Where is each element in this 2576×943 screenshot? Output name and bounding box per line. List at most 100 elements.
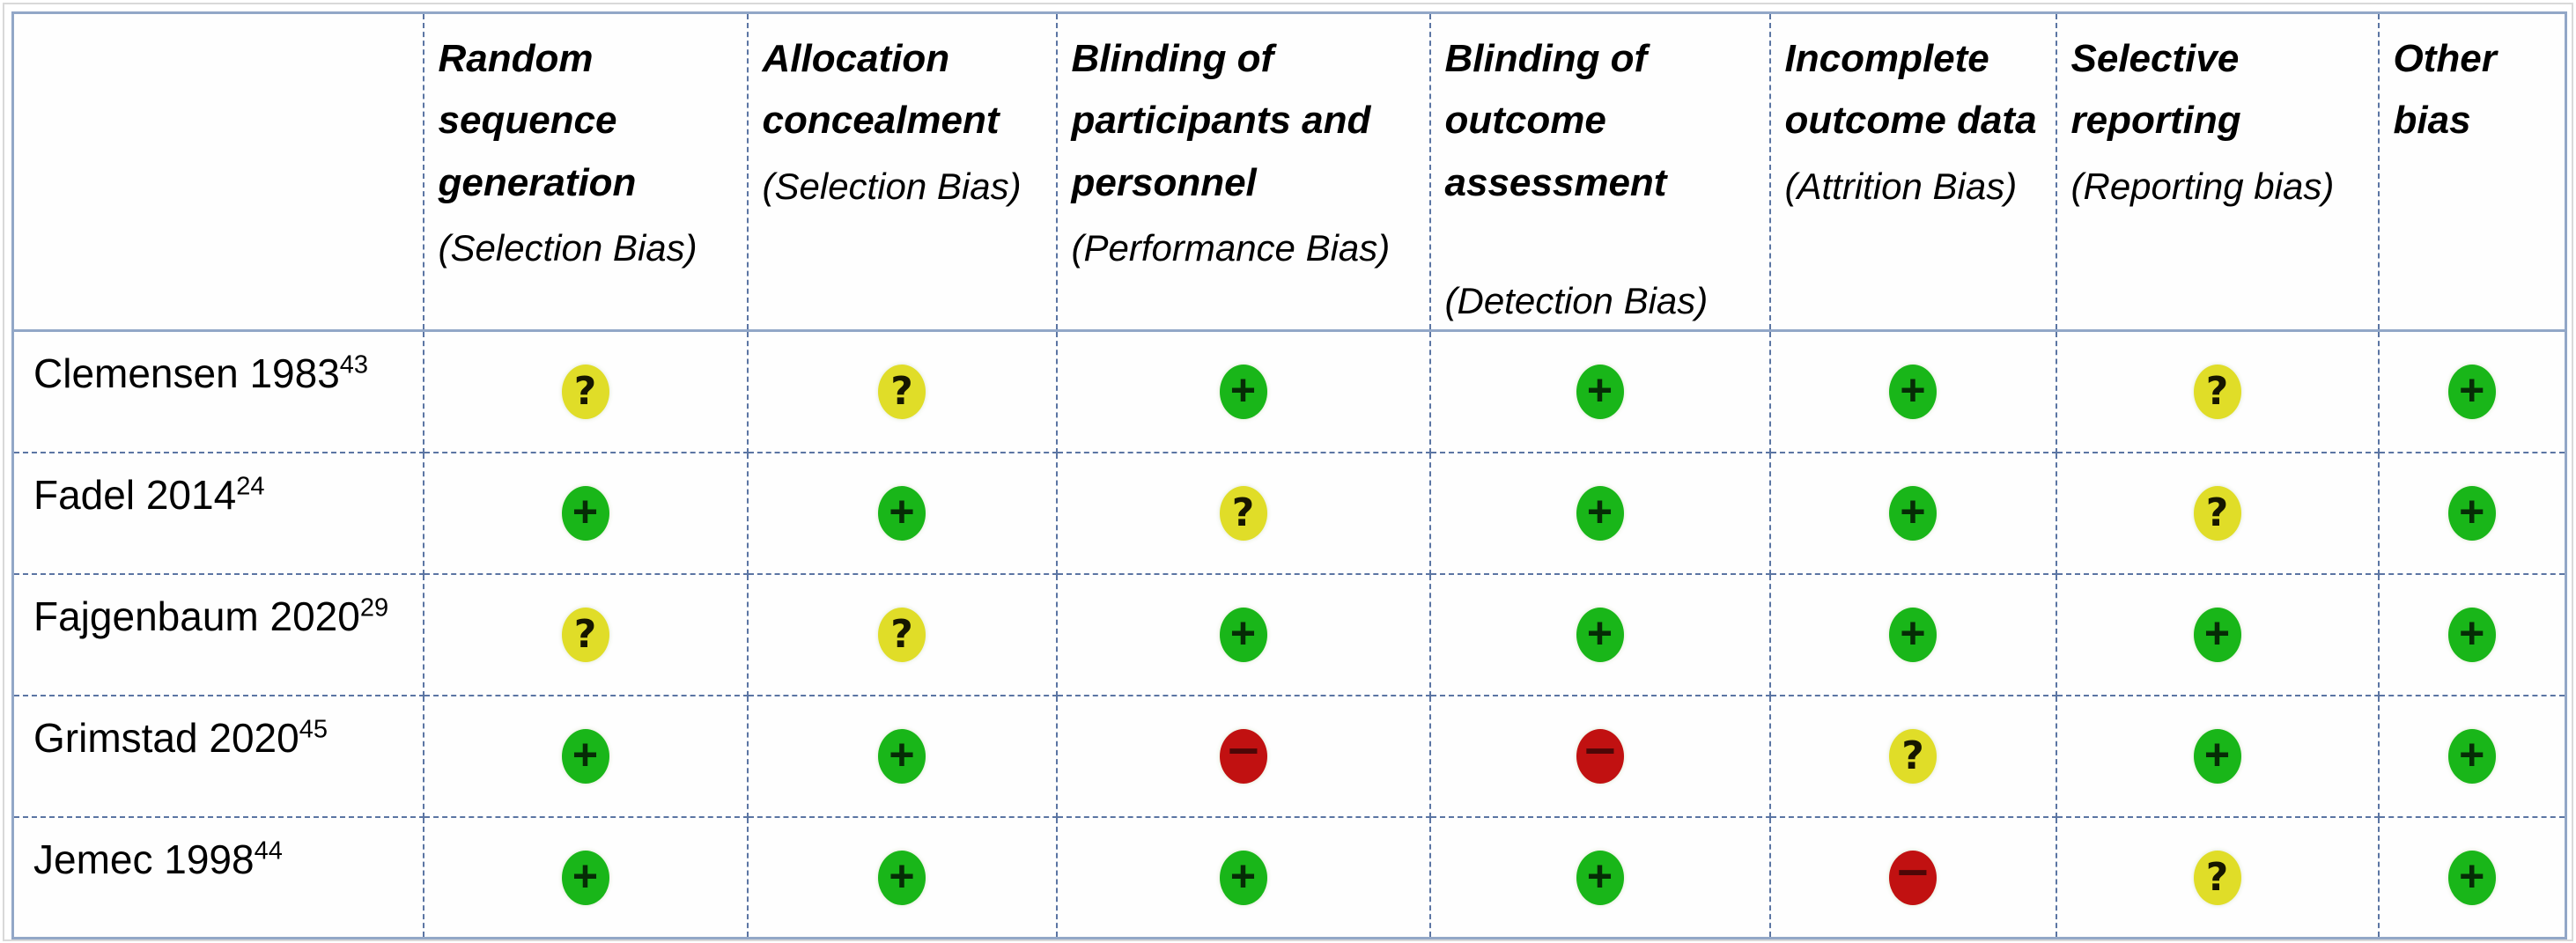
unclear-risk-icon: ? <box>878 365 926 420</box>
judgment-symbol: ? <box>573 369 597 415</box>
study-label-cell: Grimstad 202045 <box>11 694 424 818</box>
low-risk-icon: + <box>2447 485 2496 541</box>
column-header-selective-reporting: Selective reporting (Reporting bias) <box>2055 11 2380 333</box>
judgment-cell: + <box>1428 451 1771 575</box>
judgment-symbol: − <box>1227 724 1259 777</box>
study-name: Fajgenbaum 2020 <box>33 593 360 639</box>
judgment-symbol: + <box>1586 365 1613 416</box>
column-title: Incomplete outcome data <box>1784 37 2037 143</box>
judgment-symbol: + <box>2203 729 2231 779</box>
judgment-symbol: + <box>1586 851 1613 901</box>
column-header-allocation-concealment: Allocation concealment (Selection Bias) <box>746 11 1058 333</box>
column-subtitle: (Selection Bias) <box>438 227 698 269</box>
column-subtitle: (Selection Bias) <box>762 165 1022 207</box>
judgment-symbol: − <box>1896 845 1930 899</box>
low-risk-icon: + <box>2447 365 2496 420</box>
judgment-symbol: + <box>572 729 599 779</box>
judgment-cell: + <box>746 451 1058 575</box>
judgment-symbol: + <box>572 486 599 536</box>
column-header-other-bias: Other bias <box>2377 11 2567 333</box>
low-risk-icon: + <box>561 728 609 784</box>
column-title: Allocation concealment <box>762 37 1000 143</box>
low-risk-icon: + <box>878 485 926 541</box>
judgment-symbol: ? <box>2205 369 2229 415</box>
judgment-symbol: + <box>889 729 915 779</box>
judgment-cell: + <box>2377 572 2567 696</box>
judgment-symbol: + <box>1229 608 1257 658</box>
column-header-blinding-outcome-assessment: Blinding of outcome assessment (Detectio… <box>1428 11 1771 333</box>
judgment-symbol: ? <box>1901 733 1924 778</box>
high-risk-icon: − <box>1219 724 1267 784</box>
study-label-cell: Jemec 199844 <box>11 815 424 940</box>
unclear-risk-icon: ? <box>1219 485 1267 541</box>
judgment-symbol: + <box>1900 608 1926 658</box>
judgment-symbol: + <box>2459 729 2485 779</box>
table-row: Jemec 199844++++−?+ <box>11 815 2567 940</box>
judgment-cell: ? <box>1055 451 1431 575</box>
study-label-cell: Fajgenbaum 202029 <box>11 572 424 696</box>
judgment-symbol: + <box>2459 486 2485 536</box>
low-risk-icon: + <box>1889 485 1937 541</box>
judgment-symbol: + <box>1586 608 1613 658</box>
header-row: Random sequence generation (Selection Bi… <box>11 11 2567 333</box>
judgment-cell: + <box>2377 694 2567 818</box>
low-risk-icon: + <box>1576 607 1624 662</box>
unclear-risk-icon: ? <box>561 365 609 420</box>
column-subtitle: (Reporting bias) <box>2070 165 2335 207</box>
risk-of-bias-table: Random sequence generation (Selection Bi… <box>11 11 2567 940</box>
judgment-cell: − <box>1055 694 1431 818</box>
unclear-risk-icon: ? <box>878 607 926 662</box>
judgment-symbol: + <box>1900 365 1926 416</box>
column-title: Random sequence generation <box>438 37 637 204</box>
judgment-cell: + <box>1768 572 2057 696</box>
judgment-cell: + <box>2055 572 2380 696</box>
judgment-symbol: + <box>2459 608 2485 658</box>
column-title: Selective reporting <box>2070 37 2241 143</box>
judgment-cell: + <box>1428 815 1771 940</box>
table-row: Clemensen 198343??+++?+ <box>11 329 2567 453</box>
unclear-risk-icon: ? <box>2193 485 2241 541</box>
column-subtitle: (Detection Bias) <box>1444 280 1709 322</box>
low-risk-icon: + <box>1576 365 1624 420</box>
low-risk-icon: + <box>1889 365 1937 420</box>
judgment-cell: ? <box>2055 329 2380 453</box>
judgment-symbol: + <box>572 851 599 901</box>
low-risk-icon: + <box>2447 850 2496 905</box>
low-risk-icon: + <box>561 485 609 541</box>
judgment-cell: + <box>746 815 1058 940</box>
low-risk-icon: + <box>878 728 926 784</box>
unclear-risk-icon: ? <box>2193 365 2241 420</box>
judgment-symbol: + <box>889 851 915 901</box>
judgment-symbol: ? <box>890 369 913 415</box>
column-header-incomplete-outcome-data: Incomplete outcome data (Attrition Bias) <box>1768 11 2057 333</box>
column-subtitle: (Attrition Bias) <box>1784 165 2018 207</box>
low-risk-icon: + <box>1576 850 1624 905</box>
low-risk-icon: + <box>561 850 609 905</box>
unclear-risk-icon: ? <box>1889 728 1937 784</box>
low-risk-icon: + <box>2193 607 2241 662</box>
judgment-cell: − <box>1428 694 1771 818</box>
column-title: Blinding of participants and personnel <box>1071 37 1371 204</box>
judgment-cell: + <box>1055 329 1431 453</box>
low-risk-icon: + <box>1219 607 1267 662</box>
judgment-symbol: + <box>2459 851 2485 901</box>
study-name: Clemensen 1983 <box>33 350 340 397</box>
low-risk-icon: + <box>878 850 926 905</box>
low-risk-icon: + <box>2447 728 2496 784</box>
judgment-cell: + <box>1768 451 2057 575</box>
judgment-symbol: − <box>1583 724 1616 777</box>
judgment-cell: + <box>1428 572 1771 696</box>
unclear-risk-icon: ? <box>561 607 609 662</box>
study-label-cell: Fadel 201424 <box>11 451 424 575</box>
table-row: Grimstad 202045 + + − −? + + <box>11 694 2567 818</box>
corner-cell <box>11 11 424 333</box>
judgment-symbol: ? <box>890 611 913 657</box>
low-risk-icon: + <box>2447 607 2496 662</box>
high-risk-icon: − <box>1576 724 1624 784</box>
low-risk-icon: + <box>1889 607 1937 662</box>
judgment-cell: + <box>746 694 1058 818</box>
judgment-symbol: + <box>1229 851 1257 901</box>
judgment-cell: + <box>422 815 749 940</box>
study-name: Jemec 1998 <box>33 836 255 882</box>
study-name: Grimstad 2020 <box>33 714 299 761</box>
